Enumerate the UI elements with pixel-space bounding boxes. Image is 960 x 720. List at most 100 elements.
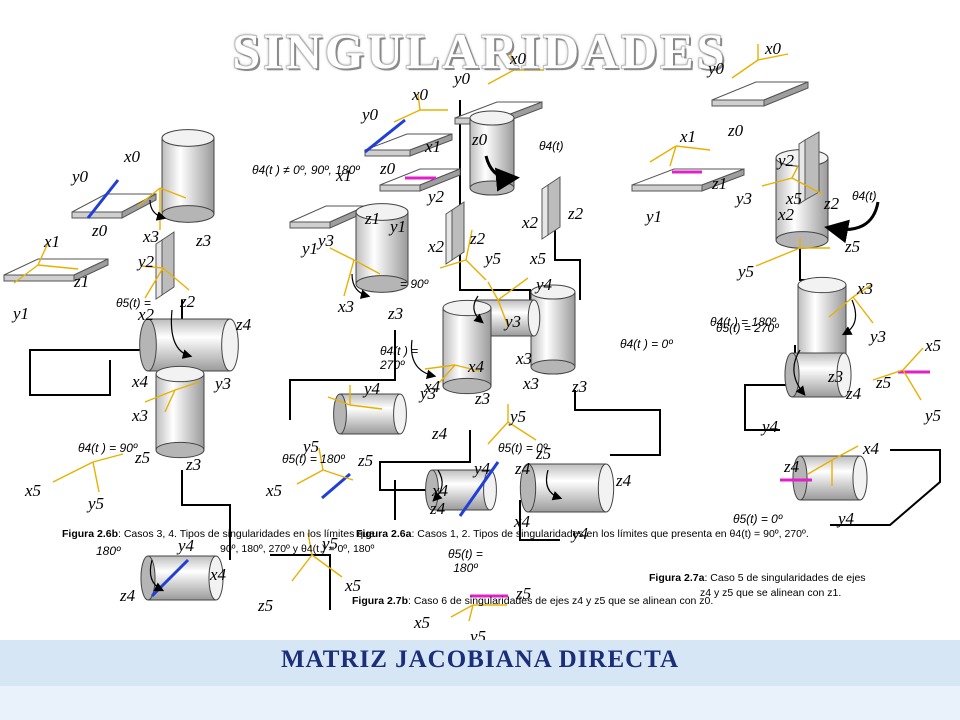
left-frame-6-axis-0: [307, 532, 313, 556]
label-z2-b: z2: [568, 204, 584, 223]
label-y5-h: y5: [925, 406, 942, 425]
right-cyl-z4a-right: [836, 352, 852, 398]
label-z4-g: z4: [846, 384, 862, 403]
mid-frame-x4-axis-2: [454, 364, 480, 372]
label-x4-g: x4: [863, 439, 880, 458]
angle-th4-b: θ4(t): [539, 139, 564, 153]
caption-fig-2-6b: Figura 2.6b: Casos 3, 4. Tipos de singul…: [62, 528, 375, 541]
right-cyl-z4a-left: [784, 352, 800, 398]
label-z4-d: z4: [515, 459, 531, 478]
label-z0-d: z0: [728, 121, 744, 140]
label-z5-c: z5: [536, 444, 552, 463]
left-plate-1-side: [73, 258, 109, 282]
label-z5-a: z5: [135, 448, 151, 467]
right-frame-3-axis-0: [828, 296, 854, 318]
label-x4-a: x4: [132, 372, 149, 391]
mid-frame-4-axis-2: [497, 299, 509, 327]
label-y2-c: y2: [778, 151, 795, 170]
mid-frame-6-axis-0: [450, 604, 474, 618]
mid-rot-1: [351, 273, 371, 299]
label-z4-b: z4: [120, 586, 136, 605]
label-y0-d: y0: [708, 59, 725, 78]
left-hl-blue-1: [86, 179, 120, 219]
left-cyl-z0-body: [161, 137, 215, 215]
mid-cyl-z4a-right: [393, 393, 407, 435]
right-cyl-z4b-right: [852, 455, 868, 501]
angle-th5-180c: 180º: [96, 544, 121, 558]
label-y5-g: y5: [738, 262, 755, 281]
left-cyl-z3-body: [155, 373, 205, 451]
right-plate-1-front: [631, 184, 703, 192]
label-x4-f: x4: [514, 512, 531, 531]
left-slab-2-edge: [155, 239, 163, 300]
label-y3-a: y3: [215, 374, 232, 393]
label-y4-d: y4: [474, 459, 491, 478]
right-frame-5b-axis-0: [872, 369, 904, 381]
caption-fig-2-7b-text: : Caso 6 de singularidades de ejes z4 y …: [408, 595, 714, 607]
left-frame-3-axis-0: [174, 381, 200, 391]
left-cyl-z3-bottom: [155, 441, 205, 459]
angle-th4-c: θ4(t): [852, 189, 877, 203]
mid-frame-2-axis-0: [439, 259, 467, 269]
label-z5-g: z5: [876, 373, 892, 392]
label-x4-c: x4: [468, 357, 485, 376]
slide-title: SINGULARIDADES: [232, 23, 728, 79]
mid-frame-3-axis-0: [343, 259, 355, 297]
mid-frame-2-axis-2: [465, 259, 487, 281]
label-y3-d: y3: [420, 384, 437, 403]
caption-fig-2-7a-line2: z4 y z5 que se alinean con z1.: [700, 587, 842, 599]
mid-plate-0b-side: [409, 133, 453, 157]
mid-plate-1-side: [419, 168, 461, 192]
mid-link-3: [574, 390, 661, 456]
right-frame-4-axis-1: [831, 445, 859, 461]
label-x3-a: x3: [143, 227, 160, 246]
mid-frame-5-axis-2: [322, 469, 354, 481]
label-y0-c: y0: [362, 105, 379, 124]
mid-cyl-z4c-body: [527, 463, 607, 513]
mid-link-2: [554, 230, 581, 300]
mid-cyl-z3b-top: [442, 299, 492, 317]
mid-rot-2: [410, 339, 437, 380]
left-frame-5-axis-0: [52, 461, 94, 483]
mid-rot-3: [473, 295, 484, 324]
label-y4-a: y4: [178, 536, 195, 555]
left-plate-0-front: [71, 211, 123, 219]
label-y1-a: y1: [13, 304, 30, 323]
angle-th5-0b: θ5(t) = 0º: [733, 512, 783, 526]
right-frame-1-axis-2: [675, 145, 711, 151]
label-y5-e: y5: [303, 437, 320, 456]
angle-th5-180b: θ5(t) = 180º: [448, 547, 483, 576]
mid-cyl-z1-top: [355, 203, 409, 221]
label-x5-a: x5: [25, 481, 42, 500]
right-frame-5b-axis-1: [902, 347, 924, 371]
mid-rot-th4: [484, 155, 520, 192]
label-z0-a: z0: [92, 221, 108, 240]
label-y0-a: y0: [72, 167, 89, 186]
left-cyl-bottom-body: [147, 555, 217, 601]
mid-frame-5b-axis-2: [487, 421, 509, 445]
right-cyl-z4b-body: [799, 455, 861, 501]
right-rot-th4: [824, 201, 880, 244]
left-rot-1: [149, 199, 167, 221]
left-frame-3-axis-1: [144, 389, 176, 403]
left-cyl-z3-top: [155, 365, 205, 383]
label-x2-d: x2: [778, 205, 795, 224]
label-x3-b: x3: [132, 406, 149, 425]
mid-cyl-z0-bottom: [469, 180, 515, 196]
label-z4-e: z4: [616, 471, 632, 490]
left-frame-1-axis-1: [37, 242, 49, 266]
right-plate-0-side: [763, 81, 809, 107]
label-x1-d: x1: [680, 127, 697, 146]
left-cyl-z4-left: [139, 318, 157, 372]
mid-frame-0b-axis-0: [393, 109, 421, 123]
mid-cyl-z4a-body: [339, 393, 401, 435]
angle-th5-270: θ5(t) = 270º: [716, 321, 779, 335]
label-z1-c: z1: [712, 174, 728, 193]
angle-th4-90: θ4(t ) = 90º: [78, 441, 138, 455]
mid-cyl-z3a-bottom: [530, 359, 576, 375]
mid-cyl-z3a-top: [530, 284, 576, 300]
mid-frame-3-axis-1: [329, 247, 355, 261]
mid-cyl-y3-right: [527, 299, 541, 337]
mid-frame-y4-axis-0: [327, 396, 351, 406]
label-x0-a: x0: [124, 147, 141, 166]
